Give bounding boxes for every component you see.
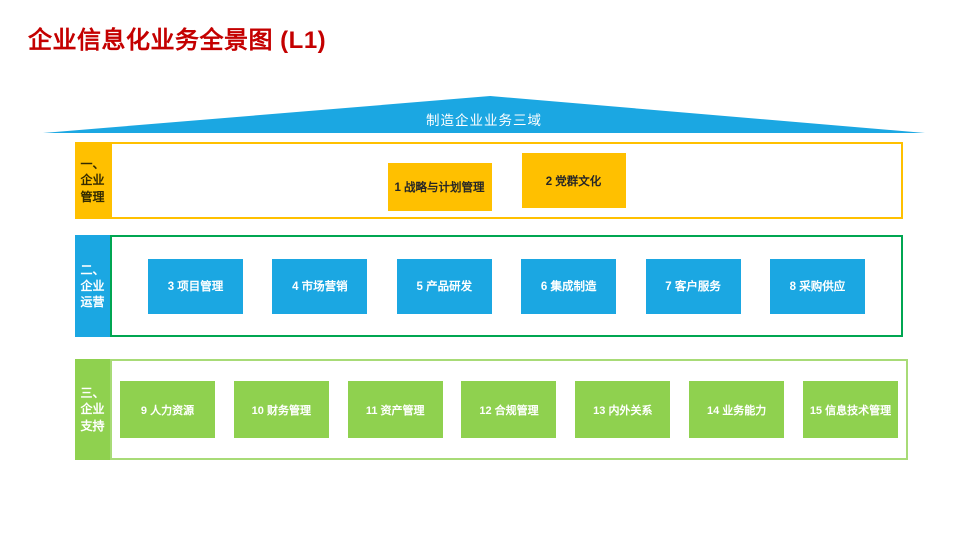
page-title: 企业信息化业务全景图 (L1) xyxy=(28,27,327,54)
item-box-asset-management: 11 资产管理 xyxy=(347,381,443,438)
band-management-box: 1 战略与计划管理 2 党群文化 xyxy=(110,142,903,219)
item-box-marketing: 4 市场营销 xyxy=(272,258,368,314)
item-box-product-rd: 5 产品研发 xyxy=(396,258,492,314)
roof-banner-label: 制造企业业务三域 xyxy=(426,113,542,128)
item-box-finance-management: 10 财务管理 xyxy=(233,381,329,438)
item-box-business-capability: 14 业务能力 xyxy=(689,381,785,438)
band-operations-tab-label: 二、企业运营 xyxy=(80,262,105,310)
band-support-tab-label: 三、企业支持 xyxy=(80,386,105,433)
item-box-human-resources: 9 人力资源 xyxy=(120,381,215,438)
band-enterprise-management: 一、企业管理 1 战略与计划管理 2 党群文化 xyxy=(75,142,903,219)
roof-banner: 制造企业业务三域 xyxy=(43,96,925,133)
item-box-customer-service: 7 客户服务 xyxy=(645,258,741,314)
item-box-project-management: 3 项目管理 xyxy=(148,258,243,314)
item-box-integrated-manufacturing: 6 集成制造 xyxy=(521,258,617,314)
band-enterprise-operations: 二、企业运营 3 项目管理 4 市场营销 5 产品研发 6 集成制造 7 客户服… xyxy=(75,235,903,337)
item-box-strategy-planning: 1 战略与计划管理 xyxy=(387,162,492,211)
band-support-tab: 三、企业支持 xyxy=(75,359,110,460)
band-support-box: 9 人力资源 10 财务管理 11 资产管理 12 合规管理 13 内外关系 1… xyxy=(110,359,908,460)
item-box-compliance-management: 12 合规管理 xyxy=(461,381,557,438)
item-box-it-management: 15 信息技术管理 xyxy=(802,381,898,438)
band-operations-tab: 二、企业运营 xyxy=(75,235,110,337)
band-management-tab: 一、企业管理 xyxy=(75,142,110,219)
item-box-internal-external-relations: 13 内外关系 xyxy=(575,381,671,438)
band-management-tab-label: 一、企业管理 xyxy=(80,157,105,204)
item-box-party-culture: 2 党群文化 xyxy=(521,153,626,208)
band-operations-box: 3 项目管理 4 市场营销 5 产品研发 6 集成制造 7 客户服务 8 采购供… xyxy=(110,235,903,337)
band-enterprise-support: 三、企业支持 9 人力资源 10 财务管理 11 资产管理 12 合规管理 13… xyxy=(75,359,908,460)
item-box-procurement-supply: 8 采购供应 xyxy=(769,258,865,314)
